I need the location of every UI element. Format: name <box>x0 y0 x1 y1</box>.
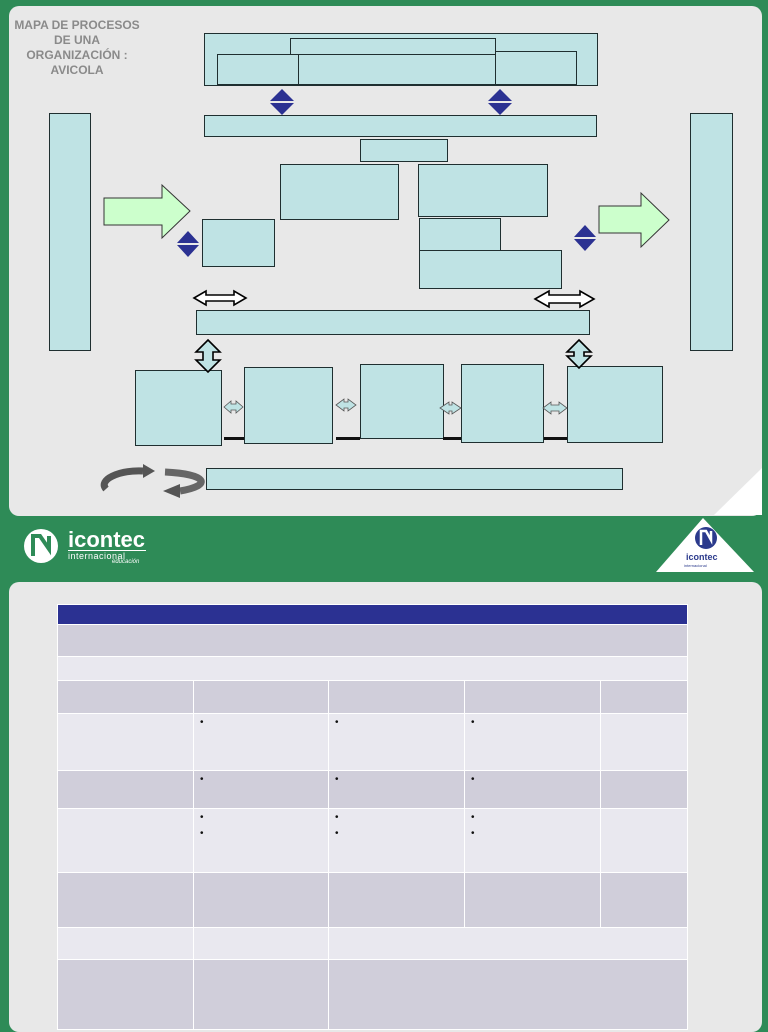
input-column-box <box>49 113 91 351</box>
middle-right-box <box>418 164 548 217</box>
bullet-icon: • <box>200 717 204 728</box>
brand-name: icontec <box>68 527 146 552</box>
bullet-icon: • <box>335 812 339 823</box>
bullet-icon: • <box>200 812 204 823</box>
improvement-band-box <box>206 468 623 490</box>
bullet-icon: • <box>471 717 475 728</box>
operation-box-4 <box>461 364 544 443</box>
output-arrow-icon <box>598 191 670 249</box>
vertical-double-arrow-icon <box>194 338 593 374</box>
bullet-icon: • <box>335 717 339 728</box>
table-row: • • • <box>57 770 689 809</box>
table-row <box>57 927 689 960</box>
middle-left-box <box>280 164 399 220</box>
bullet-icon: • <box>200 774 204 785</box>
middle-right-wide-box <box>419 250 562 289</box>
small-left-box <box>202 219 275 267</box>
table-row <box>57 872 689 928</box>
table-row <box>57 959 689 1030</box>
operation-box-3 <box>360 364 444 439</box>
operation-box-5 <box>567 366 663 443</box>
strategic-center-box <box>298 54 496 85</box>
bullet-icon: • <box>200 828 204 839</box>
table-title-row <box>56 624 689 657</box>
icontec-logo-icon <box>24 529 58 563</box>
operation-box-2 <box>244 367 333 444</box>
table-row: • • • • • • <box>57 808 689 873</box>
strategic-right-box <box>495 51 577 85</box>
connector-bar-3 <box>443 437 461 440</box>
badge-brand-name: icontec <box>686 552 718 562</box>
slide-corner-fold-icon <box>714 468 762 515</box>
bullet-icon: • <box>471 812 475 823</box>
bullet-icon: • <box>471 828 475 839</box>
strategic-left-box <box>217 54 299 85</box>
input-arrow-icon <box>103 183 191 240</box>
bullet-icon: • <box>335 828 339 839</box>
table-header-row <box>56 604 689 625</box>
blue-double-arrow-icon <box>177 89 596 257</box>
table-subtitle-row <box>56 656 689 681</box>
bullet-icon: • <box>335 774 339 785</box>
process-table: • • • • • • •• •• •• <box>56 604 689 1030</box>
badge-brand-subtitle: internacional <box>684 563 707 568</box>
cycle-arrows-icon <box>100 464 205 498</box>
upper-band-box <box>204 115 597 137</box>
connector-bar-1 <box>224 437 244 440</box>
brand-tagline: educación <box>112 559 140 565</box>
connector-bar-2 <box>336 437 360 440</box>
brand-subtitle: internacional <box>68 550 146 561</box>
support-band-box <box>196 310 590 335</box>
table-row: • • • <box>57 713 689 771</box>
bullet-icon: • <box>471 774 475 785</box>
small-double-arrow-icon <box>223 398 568 415</box>
center-small-box <box>360 139 448 162</box>
output-column-box <box>690 113 733 351</box>
middle-right-sub-box <box>419 218 501 252</box>
operation-box-1 <box>135 370 222 446</box>
icontec-badge-icon <box>656 518 754 572</box>
connector-bar-4 <box>544 437 567 440</box>
diagram-title: MAPA DE PROCESOS DE UNA ORGANIZACIÓN : A… <box>14 18 140 77</box>
horizontal-double-arrow-icon <box>192 289 596 309</box>
table-column-header-row <box>57 680 689 714</box>
